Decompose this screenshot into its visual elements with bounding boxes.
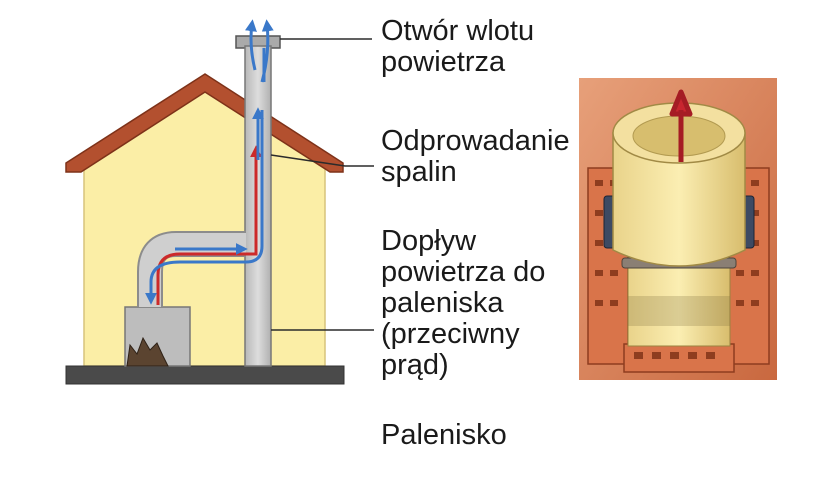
leader-lines (270, 38, 374, 331)
outlet-arrow-left (245, 19, 257, 71)
label-supply-line-2: powietrza do (381, 256, 546, 288)
label-firebox: Palenisko (381, 420, 507, 451)
label-supply-line-3: paleniska (381, 287, 504, 319)
upper-liner (612, 132, 746, 267)
fire-icon (126, 336, 169, 367)
chimney-pipe (244, 45, 272, 367)
up-arrow-icon (669, 89, 693, 162)
label-firebox-line-1: Palenisko (381, 419, 507, 451)
label-air-inlet-line-1: Otwór wlotu (381, 15, 535, 47)
leader-line-exhaust (270, 154, 374, 167)
exhaust-flow-arrow (156, 145, 262, 305)
label-air-inlet-line-2: powietrza (381, 46, 506, 78)
label-exhaust-outlet: Odprowadanie spalin (381, 126, 570, 188)
house-wall (83, 79, 326, 367)
lower-liner (627, 261, 731, 347)
supply-air-arrow (145, 110, 264, 305)
house-cross-section (65, 19, 345, 385)
label-air-inlet-opening: Otwór wlotu powietrza (381, 16, 534, 78)
label-supply-line-5: prąd) (381, 349, 449, 381)
label-supply-line-4: (przeciwny (381, 318, 520, 350)
label-air-supply-to-firebox: Dopływ powietrza do paleniska (przeciwny… (381, 226, 545, 381)
label-supply-line-1: Dopływ (381, 225, 477, 257)
label-exhaust-line-2: spalin (381, 156, 457, 188)
outlet-arrow-right (260, 19, 274, 83)
label-exhaust-line-1: Odprowadanie (381, 125, 570, 157)
ceramic-chimney-insert-photo (579, 78, 777, 380)
ground-slab (65, 365, 345, 385)
